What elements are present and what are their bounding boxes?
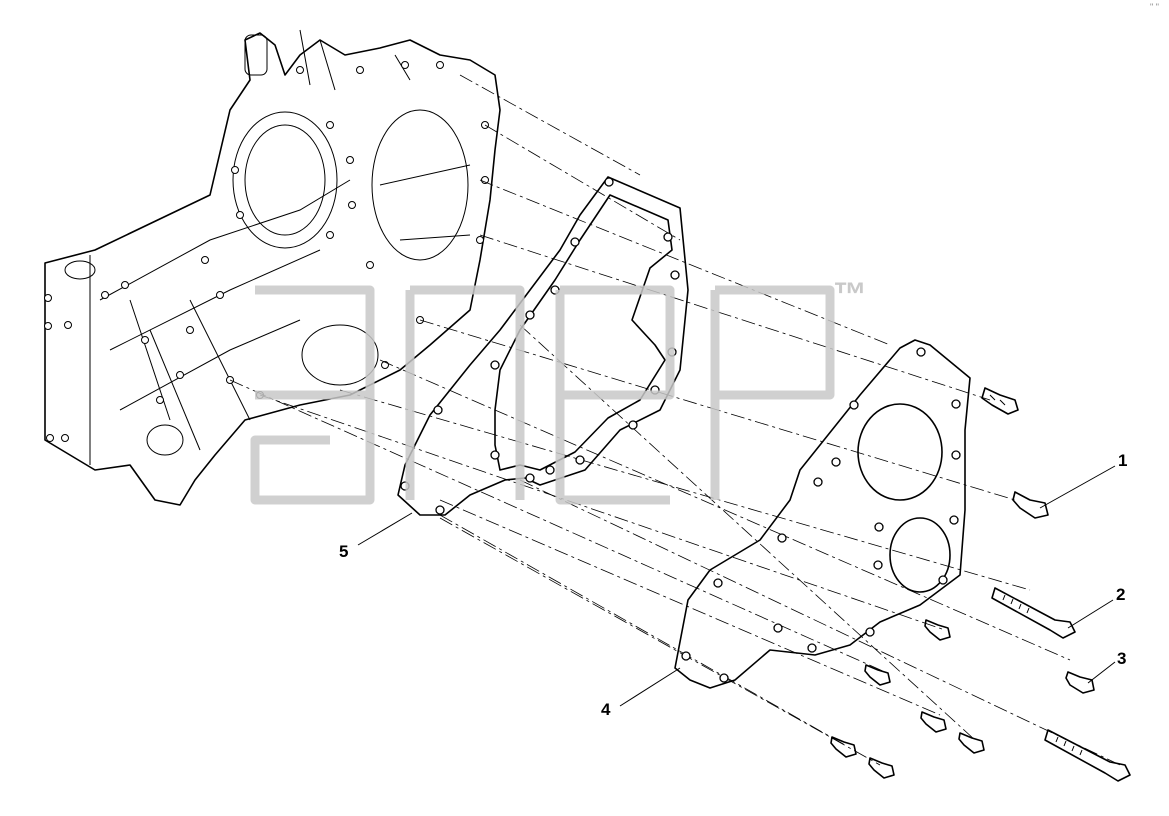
bolt-item-3 bbox=[1065, 671, 1095, 694]
callout-label-1: 1 bbox=[1118, 451, 1127, 470]
callout-label-2: 2 bbox=[1116, 585, 1125, 604]
callout-5: 5 bbox=[339, 512, 413, 561]
callout-2: 2 bbox=[1067, 585, 1125, 629]
callout-1: 1 bbox=[1039, 451, 1127, 509]
callout-label-4: 4 bbox=[601, 700, 611, 719]
flange-bolt-item-1 bbox=[1012, 491, 1049, 519]
corner-marks: " " bbox=[1150, 2, 1159, 12]
long-bolt-bottom bbox=[1044, 729, 1131, 782]
engine-front-housing bbox=[44, 29, 501, 506]
flange-bolt-short bbox=[981, 387, 1019, 415]
watermark-trademark: ™ bbox=[833, 276, 867, 314]
callout-label-3: 3 bbox=[1117, 649, 1126, 668]
small-bolts bbox=[830, 619, 985, 779]
watermark-logo: ™ bbox=[250, 276, 867, 505]
alignment-lines bbox=[229, 74, 1121, 766]
callout-label-5: 5 bbox=[339, 542, 348, 561]
callout-4: 4 bbox=[601, 667, 681, 719]
adapter-plate bbox=[674, 339, 971, 689]
long-bolt-item-2 bbox=[991, 587, 1076, 639]
callout-3: 3 bbox=[1087, 649, 1126, 684]
